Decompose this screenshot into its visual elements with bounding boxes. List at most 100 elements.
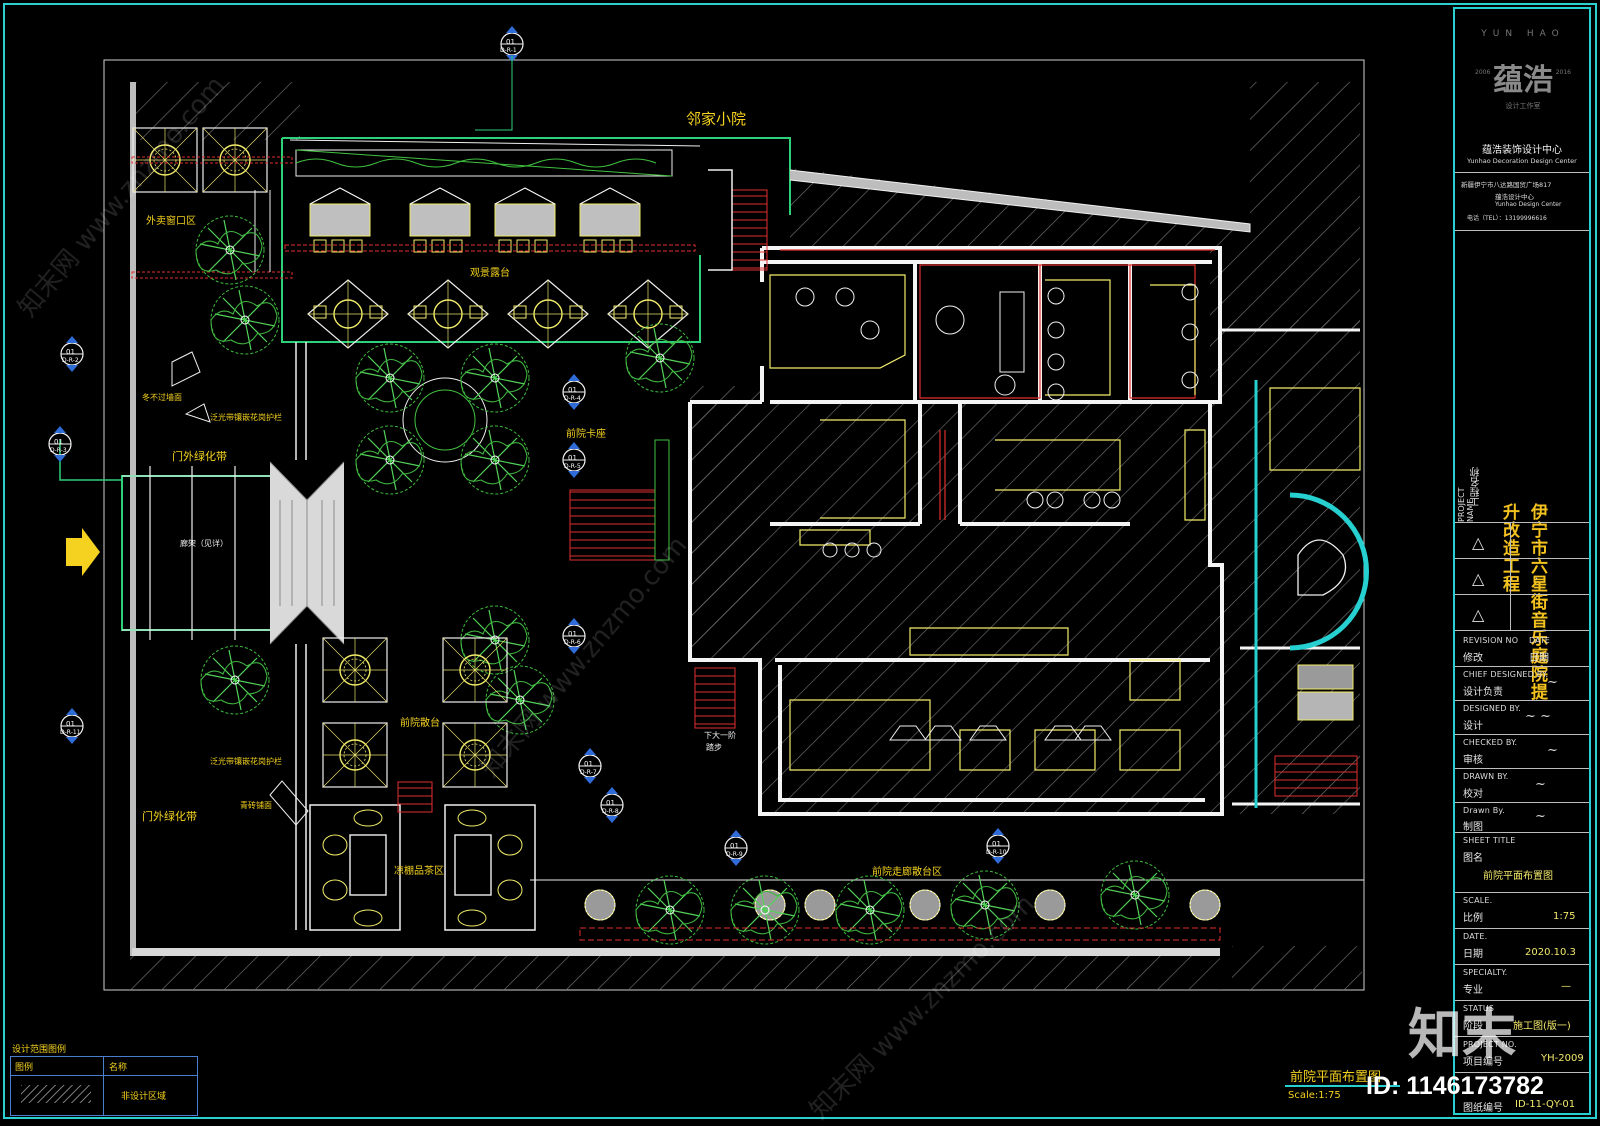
revision-row-3: △ . xyxy=(1455,594,1589,630)
callout-sub-10: D-R-10 xyxy=(986,849,1007,856)
chief-signature: ~ xyxy=(1547,675,1558,690)
label-winter-wall: 冬不过墙面 xyxy=(142,393,182,402)
scale-label-cn: 比例 xyxy=(1463,913,1483,924)
date-label-en: DATE. xyxy=(1463,932,1488,941)
revision-triangle-icon: △ xyxy=(1472,533,1485,552)
logo-mark: 蕴浩 xyxy=(1493,63,1553,98)
revision-value-2: . xyxy=(1535,571,1539,582)
revision-label-cn: 修改 xyxy=(1463,653,1483,664)
status-value: 施工图(版一) xyxy=(1513,1021,1571,1032)
drawing-no-value: ID-11-QY-01 xyxy=(1515,1099,1576,1110)
drawn2-label-cn: 制图 xyxy=(1463,822,1483,833)
date-header-en: DATE xyxy=(1529,636,1550,645)
company-name-en: Yunhao Decoration Design Center xyxy=(1467,157,1577,165)
drawn-label-cn: 校对 xyxy=(1463,789,1483,800)
specialty-label-en: SPECIALTY. xyxy=(1463,968,1508,977)
label-step-note: 下大一阶 xyxy=(704,731,736,740)
logo-subtext: 设计工作室 xyxy=(1505,102,1541,110)
legend-heading: 设计范围图例 xyxy=(12,1045,67,1055)
label-outer-green-belt-top: 门外绿化带 xyxy=(172,450,227,463)
callout-label-1: 01 xyxy=(506,38,515,46)
checked-label-cn: 审核 xyxy=(1463,755,1483,766)
logo-year-left: 2006 xyxy=(1475,69,1491,76)
project-no-value: YH-2009 xyxy=(1541,1053,1584,1064)
date-header-cn: 日期 xyxy=(1529,653,1549,664)
project-name: 伊宁市六星街音乐庭院提升改造工程 xyxy=(1499,503,1547,701)
revision-label-en: REVISION NO xyxy=(1463,636,1519,645)
designed-signature: ~ ~ xyxy=(1525,709,1551,724)
scale-value: 1:75 xyxy=(1553,911,1576,922)
callout-sub-2: D-R-2 xyxy=(62,357,79,364)
legend-table: 图例 名称 非设计区域 xyxy=(10,1056,198,1116)
label-fence-bottom: 泛光带镶嵌花岗护栏 xyxy=(210,757,282,766)
address-line-3: Yunhao Design Center xyxy=(1495,201,1562,208)
label-fence-top: 泛光带镶嵌花岗护栏 xyxy=(210,413,282,422)
watermark-brand: 知末 xyxy=(1408,1003,1516,1066)
callout-sub-1: D-R-1 xyxy=(500,47,517,54)
label-takeout-window: 外卖窗口区 xyxy=(146,216,196,227)
legend-symbol-hatch xyxy=(21,1085,91,1103)
designed-label-cn: 设计 xyxy=(1463,721,1483,732)
logo-year-right: 2016 xyxy=(1555,69,1571,76)
revision-row-2: △ . xyxy=(1455,558,1589,594)
scale-label-en: SCALE. xyxy=(1463,896,1493,905)
checked-label-en: CHECKED BY. xyxy=(1463,738,1518,747)
callout-label-7: 01 xyxy=(584,760,593,768)
callout-label-6: 01 xyxy=(568,630,577,638)
address-line-2: 蕴浩设计中心 xyxy=(1495,193,1534,201)
label-neighbor-yard: 邻家小院 xyxy=(686,110,747,128)
drawing-no-label-cn: 图纸编号 xyxy=(1463,1103,1503,1114)
sheet-title-label-cn: 图名 xyxy=(1463,853,1483,864)
revision-row-1: △ . xyxy=(1455,522,1589,631)
revision-value-3: . xyxy=(1535,607,1539,618)
status-label-en: STATUS xyxy=(1463,1004,1495,1013)
date-label-cn: 日期 xyxy=(1463,949,1483,960)
callout-label-3: 01 xyxy=(54,438,63,446)
chief-label-en: CHIEF DESIGNED BY. xyxy=(1463,670,1549,679)
label-step-note2: 踏步 xyxy=(706,743,722,752)
legend-row-name: 非设计区域 xyxy=(121,1092,167,1102)
plan-scale: Scale:1:75 xyxy=(1288,1090,1341,1101)
logo-arc-text: YUN HAO xyxy=(1481,29,1565,39)
sheet-title-label-en: SHEET TITLE xyxy=(1463,836,1516,845)
label-corridor-deck: 前院走廊散台区 xyxy=(872,867,942,878)
designed-label-en: DESIGNED BY. xyxy=(1463,704,1521,713)
callout-sub-8: D-R-8 xyxy=(602,808,619,815)
callout-sub-4: D-R-4 xyxy=(564,395,581,402)
revision-triangle-icon: △ xyxy=(1472,569,1485,588)
callout-sub-11: D-R-11 xyxy=(60,729,81,736)
specialty-label-cn: 专业 xyxy=(1463,985,1483,996)
label-tile-note: 青砖铺面 xyxy=(240,801,272,810)
callout-label-8: 01 xyxy=(606,799,615,807)
address-line-1: 新疆伊宁市八达路国贸广场817 xyxy=(1461,181,1552,189)
watermark-id: ID: 1146173782 xyxy=(1366,1072,1544,1100)
sheet-title-value: 前院平面布置图 xyxy=(1483,871,1553,882)
label-outer-green-belt-bottom: 门外绿化带 xyxy=(142,810,197,823)
drawn2-label-en: Drawn By. xyxy=(1463,806,1505,815)
specialty-value: — xyxy=(1561,981,1571,992)
status-label-cn: 阶段 xyxy=(1463,1021,1483,1032)
label-canopy-tea: 凉棚品茶区 xyxy=(394,866,444,877)
callout-sub-5: D-R-5 xyxy=(564,463,581,470)
label-view-deck: 观景露台 xyxy=(470,268,510,279)
callout-label-5: 01 xyxy=(568,454,577,462)
drawn2-signature: ~ xyxy=(1535,809,1546,824)
revision-triangle-icon: △ xyxy=(1472,605,1485,624)
chief-label-cn: 设计负责 xyxy=(1463,687,1503,698)
callout-label-11: 01 xyxy=(66,720,75,728)
revision-value-1: . xyxy=(1535,535,1539,546)
plan-title-underline xyxy=(1285,1085,1400,1087)
callout-sub-3: D-R-3 xyxy=(50,447,67,454)
plan-title: 前院平面布置图 xyxy=(1290,1070,1382,1085)
callout-sub-7: D-R-7 xyxy=(580,769,597,776)
project-no-label-en: PROJECT NO. xyxy=(1463,1040,1517,1049)
callout-sub-6: D-R-6 xyxy=(564,639,581,646)
checked-signature: ~ xyxy=(1547,743,1558,758)
callout-label-9: 01 xyxy=(730,842,739,850)
callout-label-2: 01 xyxy=(66,348,75,356)
logo: YUN HAO 蕴浩 2006 2016 设计工作室 xyxy=(1469,25,1577,133)
address-line-4: 电话（TEL）：13199996616 xyxy=(1467,215,1547,222)
drawn-label-en: DRAWN BY. xyxy=(1463,772,1509,781)
project-name-cn: 工程名称 xyxy=(1471,467,1482,507)
